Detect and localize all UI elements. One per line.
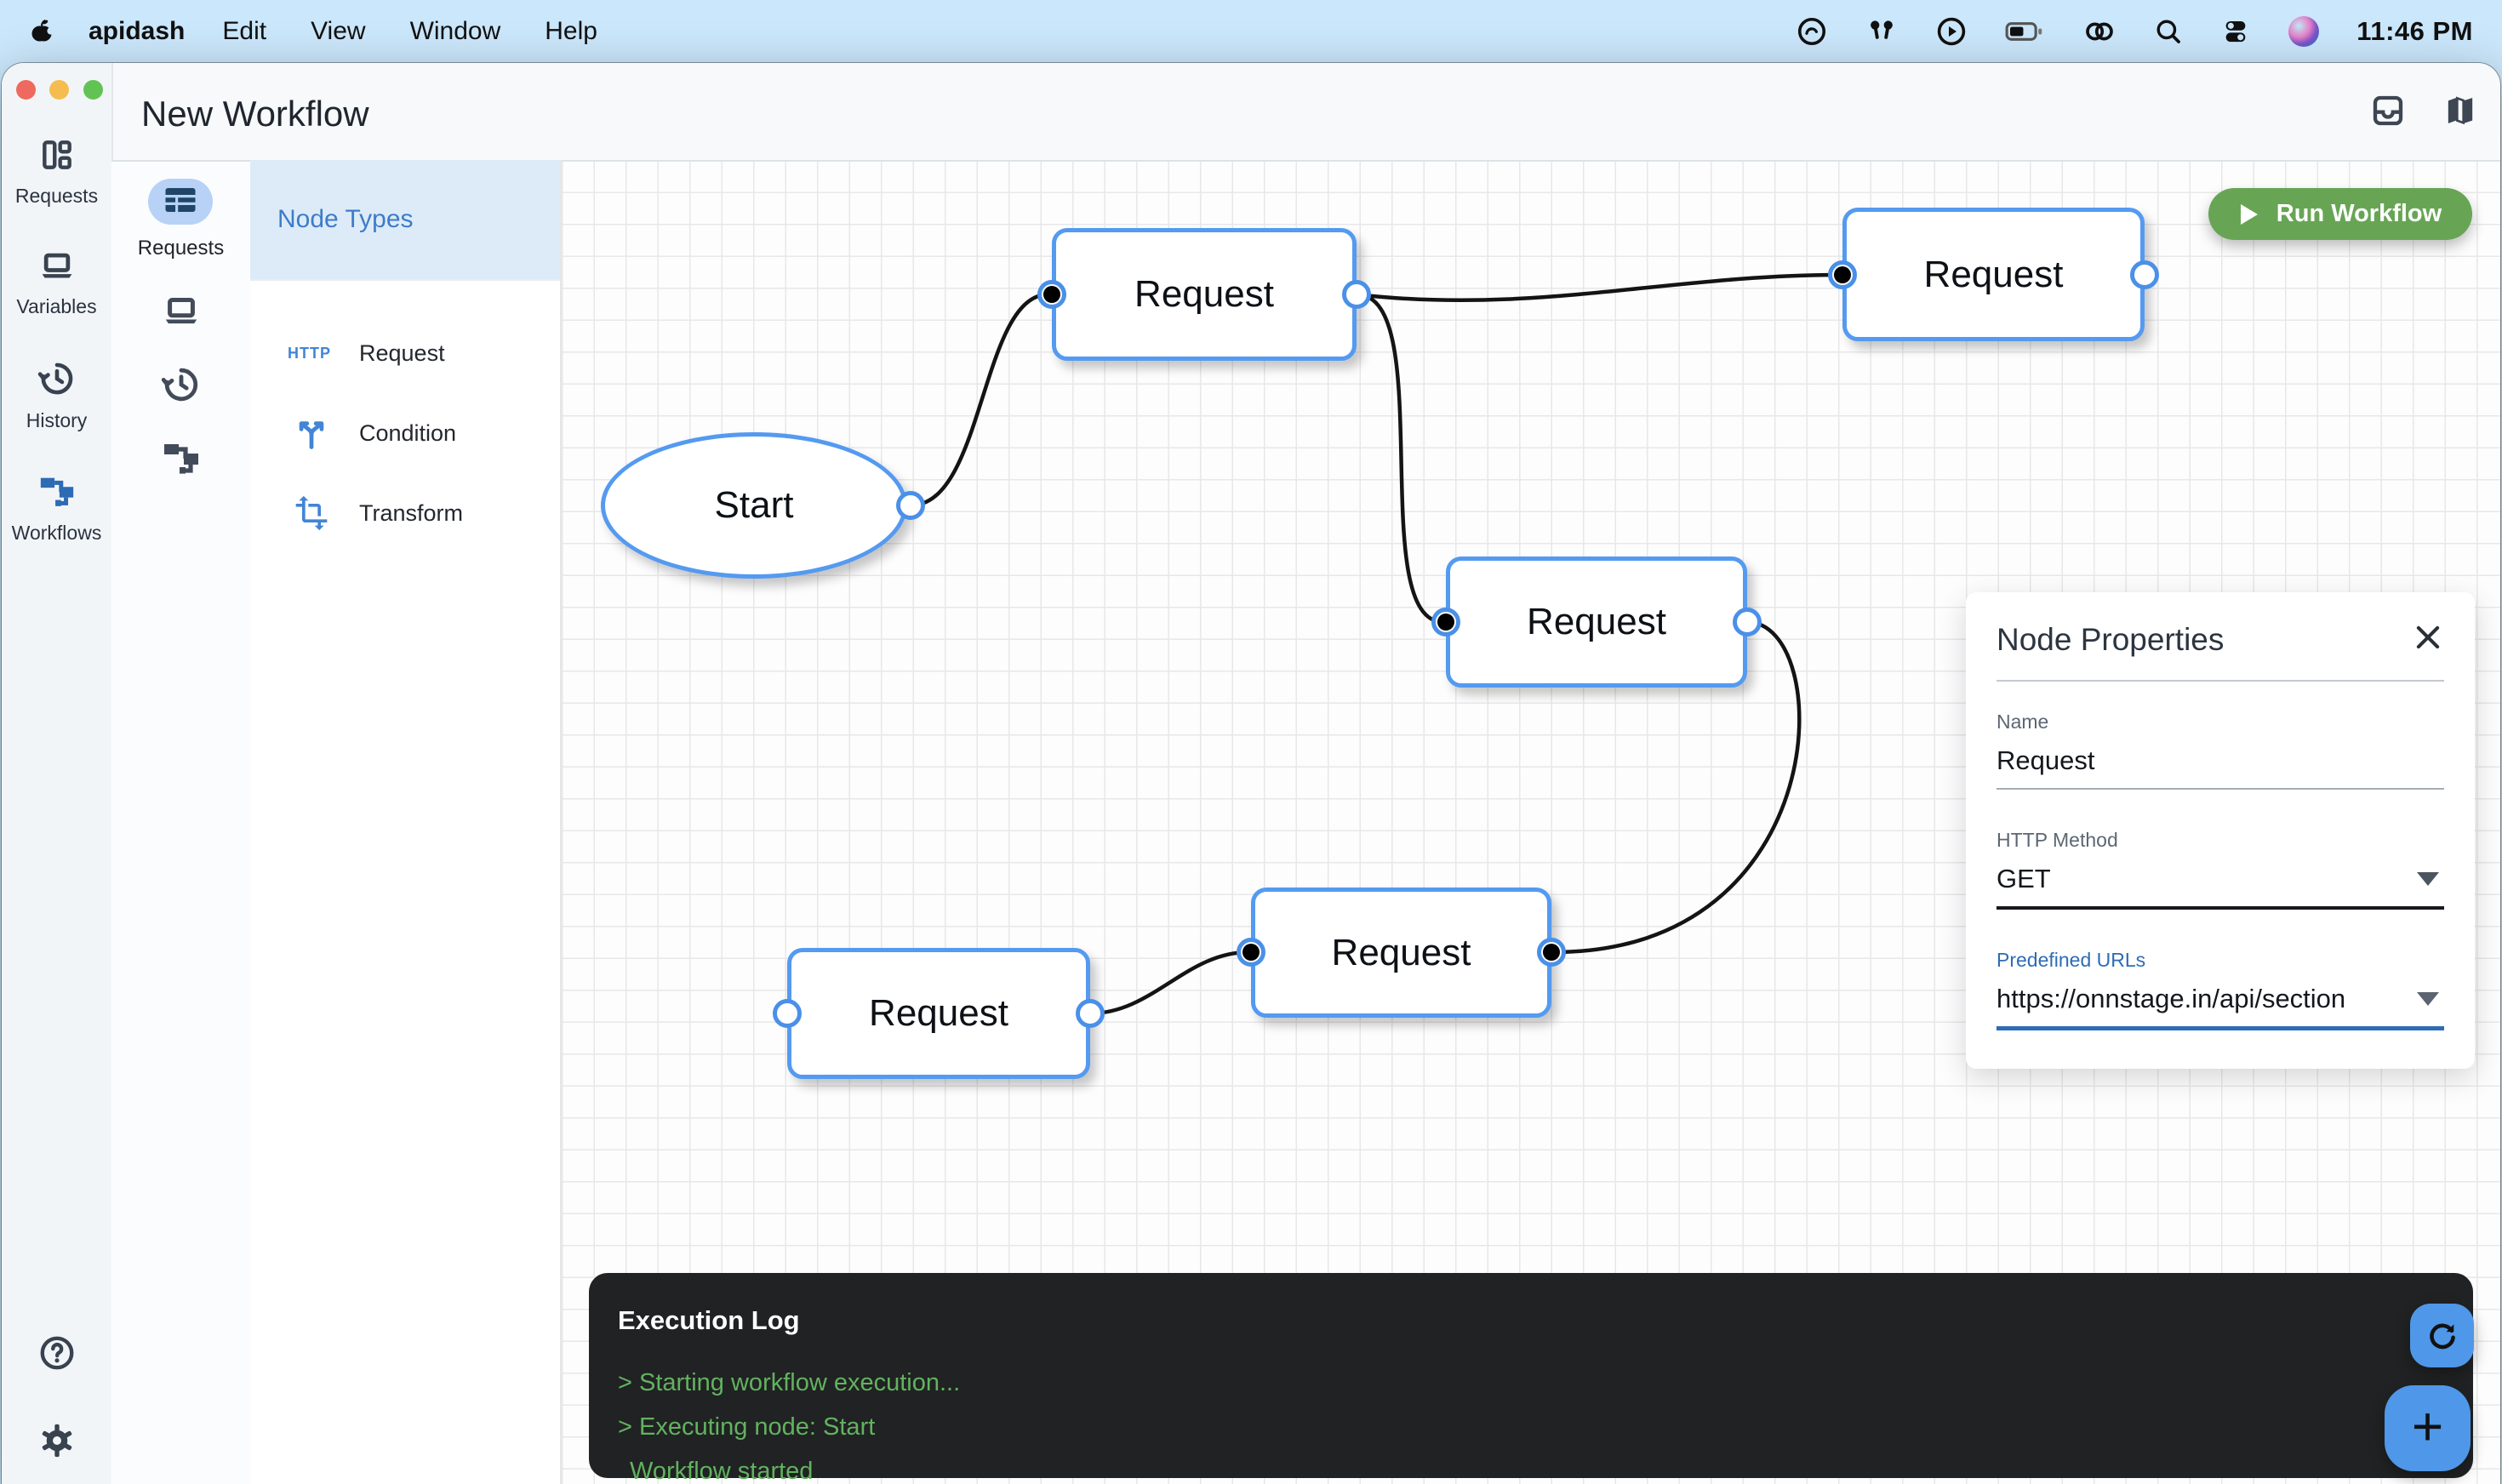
refresh-log-button[interactable] — [2410, 1304, 2474, 1367]
http-method-value: GET — [1996, 864, 2051, 894]
node-start[interactable]: Start — [601, 432, 907, 579]
run-workflow-label: Run Workflow — [2276, 200, 2442, 228]
name-field-value: Request — [1996, 745, 2094, 776]
plus-icon: + — [2412, 1399, 2443, 1453]
port-bottomcenter-output[interactable] — [1537, 938, 1566, 967]
node-properties-panel: Node Properties Name Request HTTP Method… — [1966, 592, 2475, 1069]
siri-icon[interactable] — [2288, 16, 2319, 47]
battery-icon[interactable] — [2004, 17, 2045, 46]
edge-start-to-request1[interactable] — [911, 294, 1048, 505]
node-label: Request — [869, 992, 1008, 1035]
menu-window[interactable]: Window — [410, 17, 501, 46]
execution-log-title: Execution Log — [618, 1305, 2444, 1336]
method-field-label: HTTP Method — [1996, 829, 2444, 852]
play-icon — [2239, 203, 2259, 226]
node-label: Request — [1332, 932, 1471, 974]
predefined-urls-value: https://onnstage.in/api/section — [1996, 984, 2345, 1014]
menu-view[interactable]: View — [311, 17, 365, 46]
run-workflow-button[interactable]: Run Workflow — [2208, 188, 2472, 240]
http-method-select[interactable]: GET — [1996, 864, 2444, 910]
node-label: Request — [1924, 254, 2064, 296]
node-request-bottom-left[interactable]: Request — [787, 948, 1090, 1079]
predefined-urls-select[interactable]: https://onnstage.in/api/section — [1996, 984, 2444, 1030]
log-line: Workflow started — [618, 1455, 2444, 1484]
node-request-bottom-center[interactable]: Request — [1251, 888, 1551, 1018]
menu-clock[interactable]: 11:46 PM — [2356, 16, 2473, 47]
port-topright-output[interactable] — [2130, 260, 2159, 289]
urls-field-label: Predefined URLs — [1996, 949, 2444, 972]
port-request1-output[interactable] — [1342, 280, 1371, 309]
edge-request1-to-topright[interactable] — [1357, 275, 1840, 300]
node-label: Request — [1134, 273, 1274, 316]
name-field[interactable]: Request — [1996, 745, 2444, 790]
log-line: > Starting workflow execution... — [618, 1367, 2444, 1400]
name-field-label: Name — [1996, 711, 2444, 733]
log-line: > Executing node: Start — [618, 1411, 2444, 1444]
port-start-output[interactable] — [896, 491, 925, 520]
control-center-icon[interactable] — [2220, 17, 2251, 46]
port-bottomleft-output[interactable] — [1076, 999, 1105, 1028]
execution-log-panel: Execution Log > Starting workflow execut… — [589, 1273, 2473, 1478]
port-middle-output[interactable] — [1733, 608, 1762, 636]
port-request1-input[interactable] — [1037, 280, 1066, 309]
apple-menu-icon[interactable] — [29, 17, 54, 46]
port-middle-input[interactable] — [1431, 608, 1460, 636]
node-request-1[interactable]: Request — [1052, 228, 1357, 361]
edge-bottomleft-to-bottomcenter[interactable] — [1090, 952, 1248, 1013]
node-request-middle[interactable]: Request — [1446, 556, 1747, 688]
chevron-down-icon — [2417, 872, 2439, 886]
chevron-down-icon — [2417, 992, 2439, 1006]
port-bottomcenter-input[interactable] — [1237, 938, 1265, 967]
app-window: New Workflow Requests Variables — [2, 63, 2500, 1484]
hotspot-link-icon[interactable] — [2082, 17, 2116, 46]
play-status-icon[interactable] — [1936, 16, 1967, 47]
node-label: Start — [715, 484, 794, 527]
edge-request1-to-middle[interactable] — [1357, 294, 1443, 622]
spotlight-search-icon[interactable] — [2154, 17, 2183, 46]
menu-edit[interactable]: Edit — [222, 17, 266, 46]
menu-help[interactable]: Help — [545, 17, 597, 46]
port-topright-input[interactable] — [1828, 260, 1857, 289]
properties-title: Node Properties — [1996, 622, 2224, 658]
refresh-icon — [2425, 1318, 2460, 1354]
node-request-top-right[interactable]: Request — [1842, 208, 2145, 341]
add-node-button[interactable]: + — [2385, 1385, 2471, 1471]
creative-cloud-icon[interactable] — [1797, 16, 1827, 47]
properties-divider — [1996, 680, 2444, 682]
menu-bar: apidash Edit View Window Help — [0, 0, 2502, 63]
airpods-icon[interactable] — [1865, 16, 1899, 47]
close-icon[interactable] — [2412, 621, 2444, 658]
node-label: Request — [1527, 601, 1666, 643]
port-bottomleft-input[interactable] — [773, 999, 802, 1028]
menu-app-name[interactable]: apidash — [89, 17, 185, 46]
